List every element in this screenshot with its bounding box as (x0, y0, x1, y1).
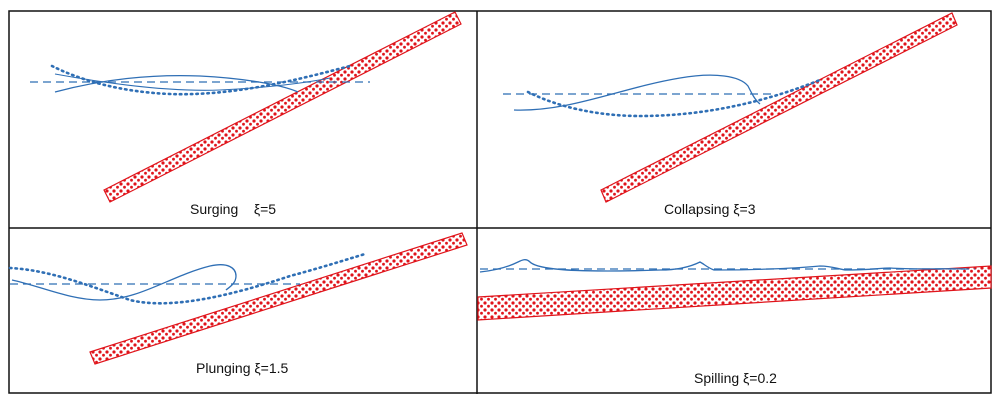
wave-profile-solid-collapsing (513, 74, 761, 111)
panel-label-spilling: Spilling ξ=0.2 (694, 370, 777, 386)
figure-frame (8, 10, 992, 394)
slope-collapsing (600, 12, 958, 203)
panel-label-collapsing: Collapsing ξ=3 (664, 201, 756, 217)
slope-surging (103, 11, 462, 203)
slope-plunging (89, 232, 468, 365)
wave-profile-dotted-surging (50, 64, 352, 96)
panel-spilling: Spilling ξ=0.2 (477, 259, 992, 386)
panel-collapsing: Collapsing ξ=3 (503, 12, 958, 217)
wave-profile-solid-spilling (479, 259, 966, 273)
wave-profile-dotted-plunging (8, 252, 367, 305)
slope-spilling (477, 265, 992, 321)
panel-surging: Surging ξ=5 (30, 11, 462, 217)
panel-label-surging: Surging ξ=5 (190, 201, 276, 217)
panel-plunging: Plunging ξ=1.5 (8, 232, 468, 376)
wave-profile-solid-plunging (11, 264, 237, 301)
panel-label-plunging: Plunging ξ=1.5 (196, 360, 288, 376)
wave-profile-solid2-surging (54, 73, 331, 91)
outer-border (8, 10, 992, 394)
wave-profile-dotted-collapsing (526, 78, 822, 118)
